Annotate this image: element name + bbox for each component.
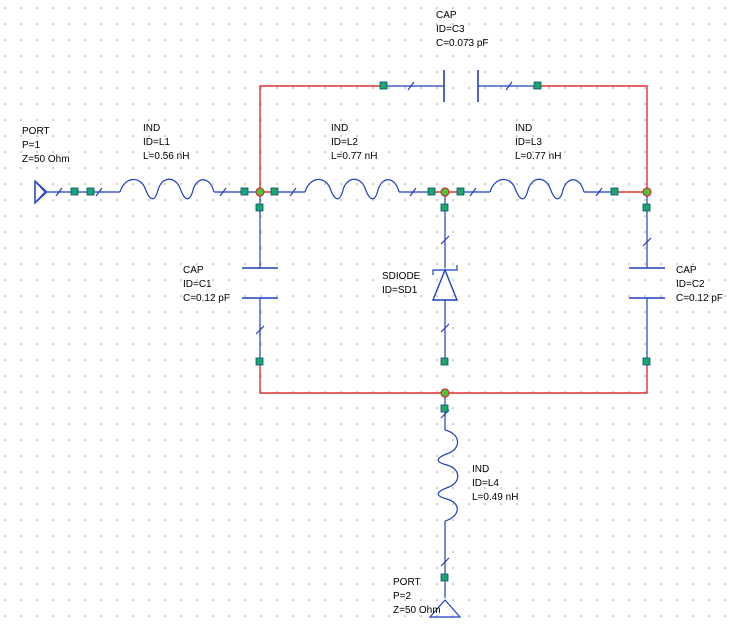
- l2-value: L=0.77 nH: [331, 151, 377, 162]
- p2-type: PORT: [393, 577, 421, 588]
- port-p2[interactable]: [428, 599, 462, 618]
- c3-value: C=0.073 pF: [436, 38, 489, 49]
- label-sd1: SDIODE ID=SD1: [382, 271, 421, 296]
- p1-impedance: Z=50 Ohm: [22, 154, 70, 165]
- l4-value: L=0.49 nH: [472, 492, 518, 503]
- p2-impedance: Z=50 Ohm: [393, 605, 441, 616]
- l1-type: IND: [143, 123, 160, 134]
- l1-value: L=0.56 nH: [143, 151, 189, 162]
- l3-type: IND: [515, 123, 532, 134]
- c1-id: ID=C1: [183, 279, 212, 290]
- label-p2: PORT P=2 Z=50 Ohm: [393, 577, 441, 616]
- c2-id: ID=C2: [676, 279, 705, 290]
- l1-id: ID=L1: [143, 137, 170, 148]
- sd1-type: SDIODE: [382, 271, 421, 282]
- c2-value: C=0.12 pF: [676, 293, 723, 304]
- p1-port: P=1: [22, 140, 41, 151]
- label-l4: IND ID=L4 L=0.49 nH: [472, 464, 518, 503]
- junction-nodes: [255, 187, 652, 398]
- l4-id: ID=L4: [472, 478, 499, 489]
- label-l1: IND ID=L1 L=0.56 nH: [143, 123, 189, 162]
- red-wires: [255, 85, 648, 394]
- l2-type: IND: [331, 123, 348, 134]
- c3-type: CAP: [436, 10, 457, 21]
- pins: [70, 81, 651, 582]
- capacitor-c3[interactable]: [384, 70, 538, 102]
- l2-id: ID=L2: [331, 137, 358, 148]
- port-p1[interactable]: [34, 179, 120, 205]
- p2-port: P=2: [393, 591, 412, 602]
- c1-type: CAP: [183, 265, 204, 276]
- label-p1: PORT P=1 Z=50 Ohm: [22, 126, 70, 165]
- sd1-id: ID=SD1: [382, 285, 418, 296]
- l3-value: L=0.77 nH: [515, 151, 561, 162]
- p1-type: PORT: [22, 126, 50, 137]
- label-l3: IND ID=L3 L=0.77 nH: [515, 123, 561, 162]
- label-c3: CAP ID=C3 C=0.073 pF: [436, 10, 489, 49]
- l3-id: ID=L3: [515, 137, 542, 148]
- label-c2: CAP ID=C2 C=0.12 pF: [676, 265, 723, 304]
- capacitor-c2[interactable]: [629, 192, 665, 362]
- l4-type: IND: [472, 464, 489, 475]
- c1-value: C=0.12 pF: [183, 293, 230, 304]
- inductor-l3[interactable]: [460, 178, 615, 200]
- label-l2: IND ID=L2 L=0.77 nH: [331, 123, 377, 162]
- label-c1: CAP ID=C1 C=0.12 pF: [183, 265, 230, 304]
- c3-id: ID=C3: [436, 24, 465, 35]
- c2-type: CAP: [676, 265, 697, 276]
